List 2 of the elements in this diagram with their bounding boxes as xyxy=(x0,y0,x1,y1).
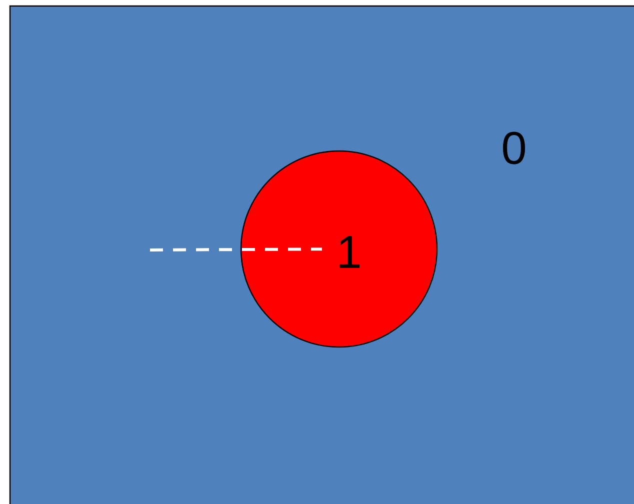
dashed-line xyxy=(150,248,322,252)
circle-region: 1 xyxy=(240,150,438,348)
